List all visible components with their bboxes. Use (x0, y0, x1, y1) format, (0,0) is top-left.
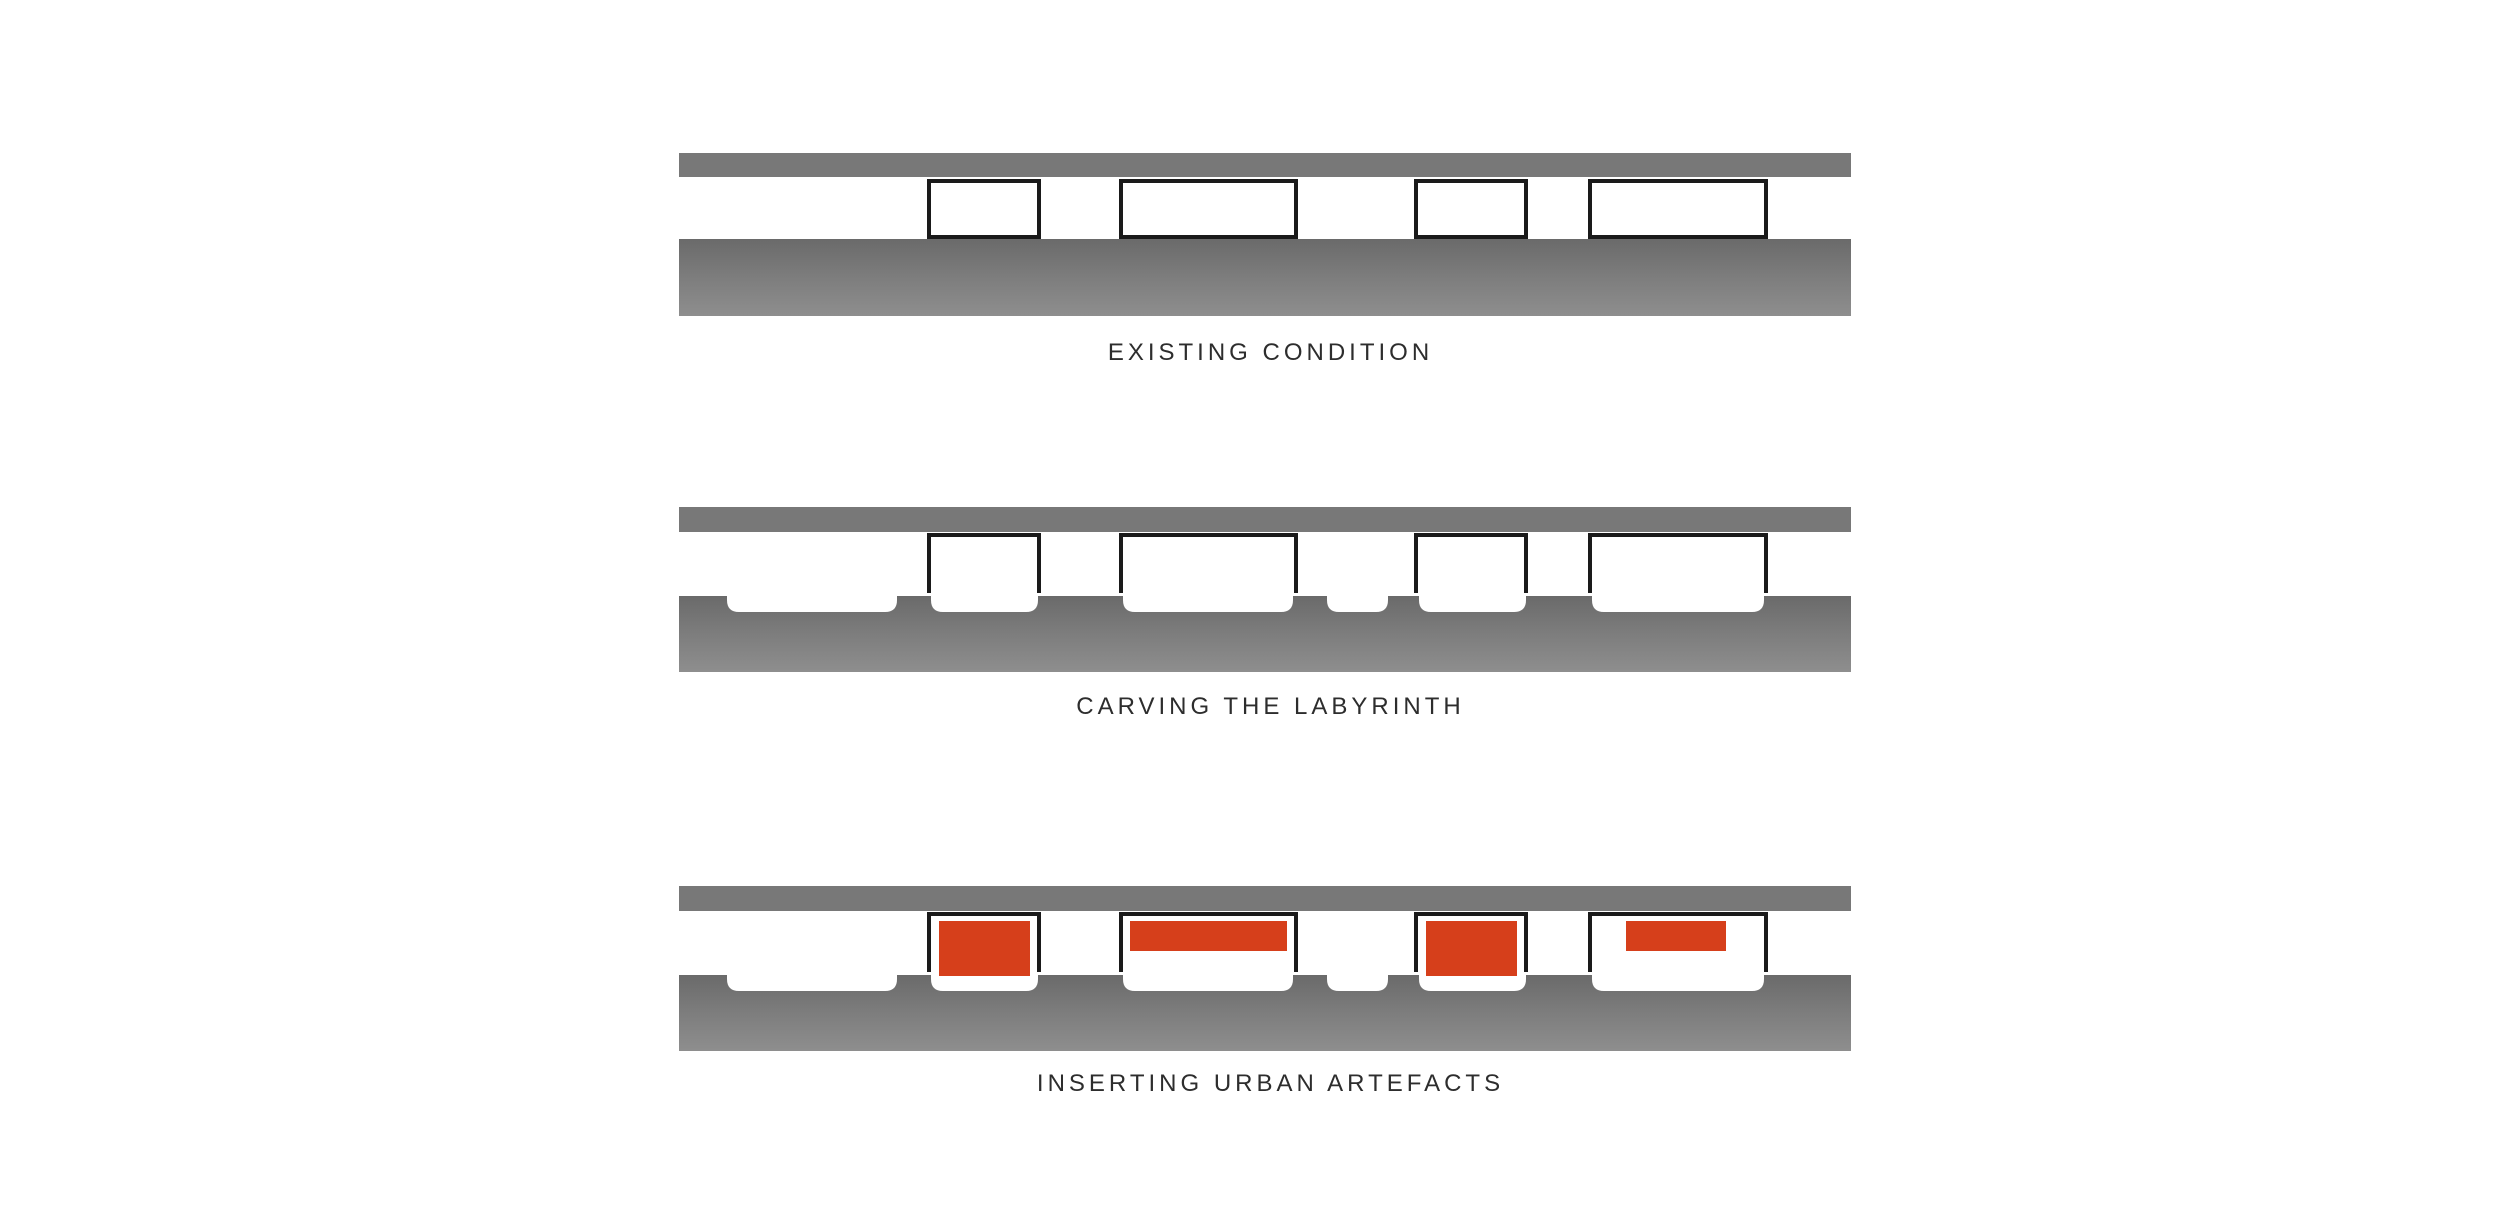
carved-void (1419, 973, 1526, 991)
room-frame (1588, 533, 1768, 593)
caption-existing-condition: EXISTING CONDITION (1107, 339, 1434, 366)
carved-void (1419, 594, 1526, 612)
room-outline (1588, 179, 1768, 239)
room-frame (1414, 912, 1528, 972)
carved-void (1592, 973, 1764, 991)
room-outline (927, 179, 1041, 239)
carved-void (727, 973, 897, 991)
urban-artefact (1426, 921, 1517, 976)
ground-mass (679, 239, 1851, 316)
caption-carving-the-labyrinth: CARVING THE LABYRINTH (1076, 693, 1465, 720)
caption-inserting-urban-artefacts: INSERTING URBAN ARTEFACTS (1036, 1070, 1505, 1097)
stage-existing-condition (679, 153, 1851, 316)
carved-void (1123, 594, 1293, 612)
stage-carving-the-labyrinth (679, 507, 1851, 672)
carved-void (1592, 594, 1764, 612)
room-frame (1119, 533, 1298, 593)
room-outline (1414, 179, 1528, 239)
room-frame (927, 912, 1041, 972)
urban-artefact (1130, 921, 1287, 951)
carved-void (1123, 973, 1293, 991)
room-frame (927, 533, 1041, 593)
carved-void (1327, 594, 1388, 612)
room-frame (1119, 912, 1298, 972)
carved-void (931, 973, 1038, 991)
roof-slab (679, 886, 1851, 911)
stage-inserting-urban-artefacts (679, 886, 1851, 1051)
urban-artefact (1626, 921, 1726, 951)
roof-slab (679, 507, 1851, 532)
roof-slab (679, 153, 1851, 177)
room-outline (1119, 179, 1298, 239)
room-frame (1414, 533, 1528, 593)
carved-void (727, 594, 897, 612)
carved-void (931, 594, 1038, 612)
urban-artefact (939, 921, 1030, 976)
room-frame (1588, 912, 1768, 972)
carved-void (1327, 973, 1388, 991)
